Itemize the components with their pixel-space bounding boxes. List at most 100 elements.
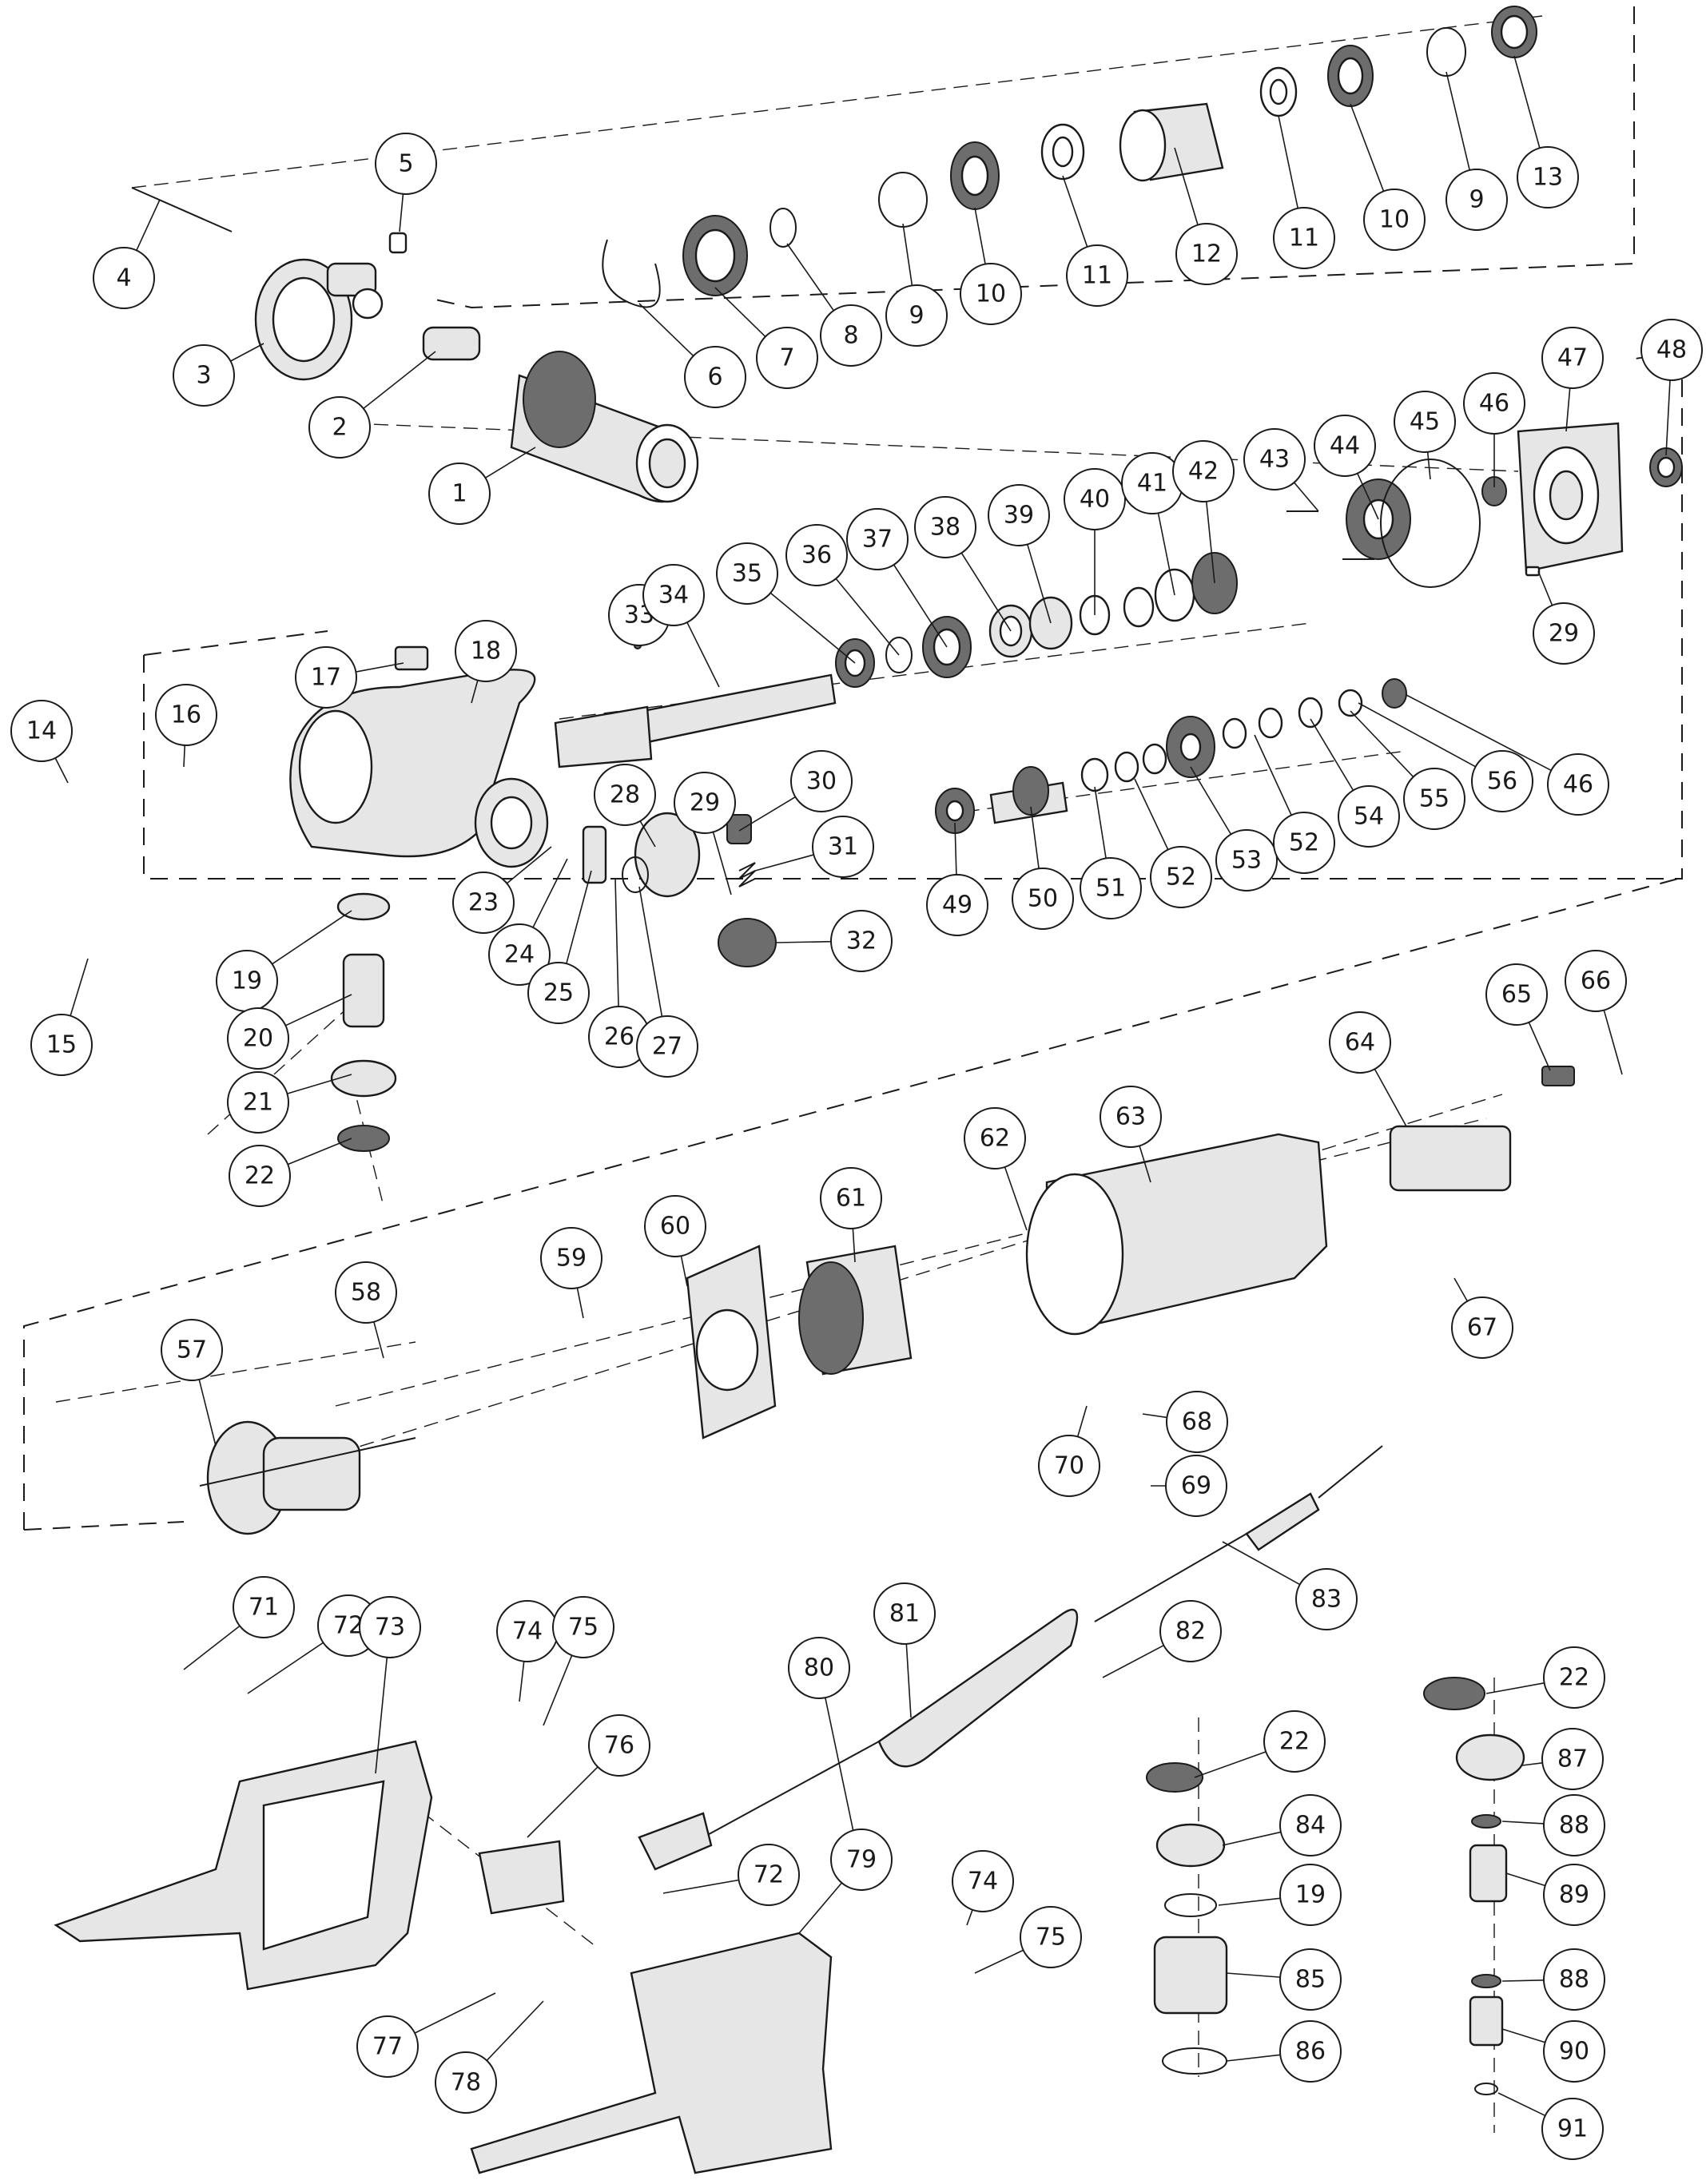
brush-30 bbox=[726, 814, 752, 844]
callout-44: 44 bbox=[1314, 415, 1376, 477]
leader-line-73 bbox=[375, 1657, 388, 1774]
callout-number: 72 bbox=[754, 1861, 784, 1889]
callout-number: 49 bbox=[942, 891, 972, 919]
part-sketches bbox=[54, 6, 1683, 2174]
callout-circle bbox=[756, 327, 818, 389]
callout-circle bbox=[1279, 2020, 1342, 2083]
callout-84: 84 bbox=[1279, 1794, 1342, 1856]
callout-circle bbox=[1543, 1864, 1605, 1926]
leader-line-74 bbox=[519, 1661, 525, 1702]
washer-11b bbox=[1259, 66, 1298, 117]
callout-26: 26 bbox=[588, 1006, 650, 1068]
clamp-ring bbox=[254, 258, 384, 381]
bearing-49 bbox=[935, 788, 975, 834]
leader-line-61 bbox=[852, 1228, 856, 1263]
callout-46: 46 bbox=[1547, 753, 1609, 816]
callout-number: 75 bbox=[568, 1614, 598, 1642]
seal-22b bbox=[1146, 1762, 1203, 1793]
callout-circle bbox=[173, 344, 235, 407]
seal-19 bbox=[336, 892, 391, 921]
leader-line-24 bbox=[532, 858, 568, 928]
leader-line-63 bbox=[1139, 1146, 1151, 1183]
leader-line-72 bbox=[247, 1642, 324, 1694]
callout-9: 9 bbox=[1446, 169, 1508, 231]
leader-line-5 bbox=[399, 193, 404, 232]
callout-number: 73 bbox=[375, 1614, 405, 1642]
callout-39: 39 bbox=[988, 484, 1050, 546]
leader-line-38 bbox=[960, 552, 1012, 632]
callout-number: 44 bbox=[1330, 432, 1360, 460]
leader-line-75 bbox=[974, 1949, 1024, 1974]
callout-number: 30 bbox=[806, 768, 837, 796]
leader-line-31 bbox=[754, 854, 814, 872]
callout-circle bbox=[1565, 950, 1627, 1012]
callout-3: 3 bbox=[173, 344, 235, 407]
leader-line-19 bbox=[1218, 1897, 1281, 1906]
leader-lines bbox=[54, 55, 1671, 2117]
washers-52b bbox=[1222, 707, 1283, 749]
callout-70: 70 bbox=[1038, 1435, 1100, 1497]
callout-number: 32 bbox=[846, 927, 877, 955]
callout-number: 4 bbox=[116, 264, 131, 292]
leader-line-6 bbox=[638, 303, 694, 357]
leader-line-77 bbox=[414, 1992, 496, 2034]
bearing-7 bbox=[682, 215, 748, 296]
callout-circle bbox=[552, 1596, 614, 1658]
callout-number: 28 bbox=[610, 781, 640, 809]
callout-circle bbox=[1064, 468, 1126, 530]
leader-line-47 bbox=[1565, 387, 1571, 432]
group-separators bbox=[23, 6, 1683, 1531]
callout-number: 43 bbox=[1259, 446, 1290, 474]
callout-circle bbox=[788, 1637, 850, 1699]
callout-number: 8 bbox=[843, 322, 858, 350]
washer-11a bbox=[1040, 123, 1085, 181]
callout-52: 52 bbox=[1150, 846, 1212, 908]
seal-22a bbox=[337, 1125, 390, 1152]
callout-number: 88 bbox=[1559, 1812, 1589, 1840]
callout-number: 87 bbox=[1557, 1745, 1588, 1773]
callout-circle bbox=[1363, 189, 1426, 251]
callout-number: 22 bbox=[245, 1162, 275, 1190]
callout-circle bbox=[488, 923, 551, 986]
leader-line-22 bbox=[1485, 1682, 1545, 1694]
ring-27 bbox=[622, 856, 649, 893]
leader-line-55 bbox=[1350, 710, 1414, 778]
callout-85: 85 bbox=[1279, 1948, 1342, 2011]
leader-line-75 bbox=[543, 1654, 573, 1726]
spring-31 bbox=[738, 862, 756, 887]
callout-number: 48 bbox=[1656, 336, 1687, 364]
callout-number: 12 bbox=[1191, 240, 1222, 268]
gear-housing-18 bbox=[289, 669, 549, 868]
leader-line-88 bbox=[1501, 1979, 1545, 1982]
callout-67: 67 bbox=[1451, 1297, 1513, 1359]
callout-circle bbox=[1038, 1435, 1100, 1497]
callout-number: 74 bbox=[512, 1618, 543, 1646]
callout-number: 27 bbox=[652, 1033, 682, 1061]
callout-73: 73 bbox=[359, 1596, 421, 1658]
leader-line-54 bbox=[1310, 718, 1354, 791]
callout-6: 6 bbox=[684, 346, 746, 408]
armature-57 bbox=[199, 1420, 416, 1535]
callout-circle bbox=[1446, 169, 1508, 231]
stator-61 bbox=[798, 1245, 913, 1376]
leader-line-42 bbox=[1205, 501, 1215, 584]
seal-19b bbox=[1164, 1893, 1217, 1917]
callout-number: 81 bbox=[889, 1600, 920, 1628]
callout-circle bbox=[1080, 857, 1142, 919]
rear-handle-73 bbox=[54, 1740, 433, 1991]
plug bbox=[638, 1812, 713, 1871]
bit-holder-87 bbox=[1455, 1733, 1525, 1781]
leader-line-57 bbox=[198, 1379, 217, 1447]
callout-78: 78 bbox=[435, 2051, 497, 2114]
callout-number: 40 bbox=[1080, 486, 1110, 514]
callout-number: 38 bbox=[930, 514, 960, 542]
leader-line-87 bbox=[1521, 1761, 1543, 1766]
callout-number: 17 bbox=[311, 664, 341, 692]
callout-68: 68 bbox=[1166, 1391, 1228, 1453]
callout-number: 71 bbox=[249, 1594, 279, 1622]
callout-66: 66 bbox=[1565, 950, 1627, 1012]
leader-line-70 bbox=[1076, 1405, 1088, 1437]
callout-56: 56 bbox=[1471, 750, 1533, 812]
selector-32 bbox=[718, 918, 777, 967]
callout-9: 9 bbox=[885, 284, 948, 347]
